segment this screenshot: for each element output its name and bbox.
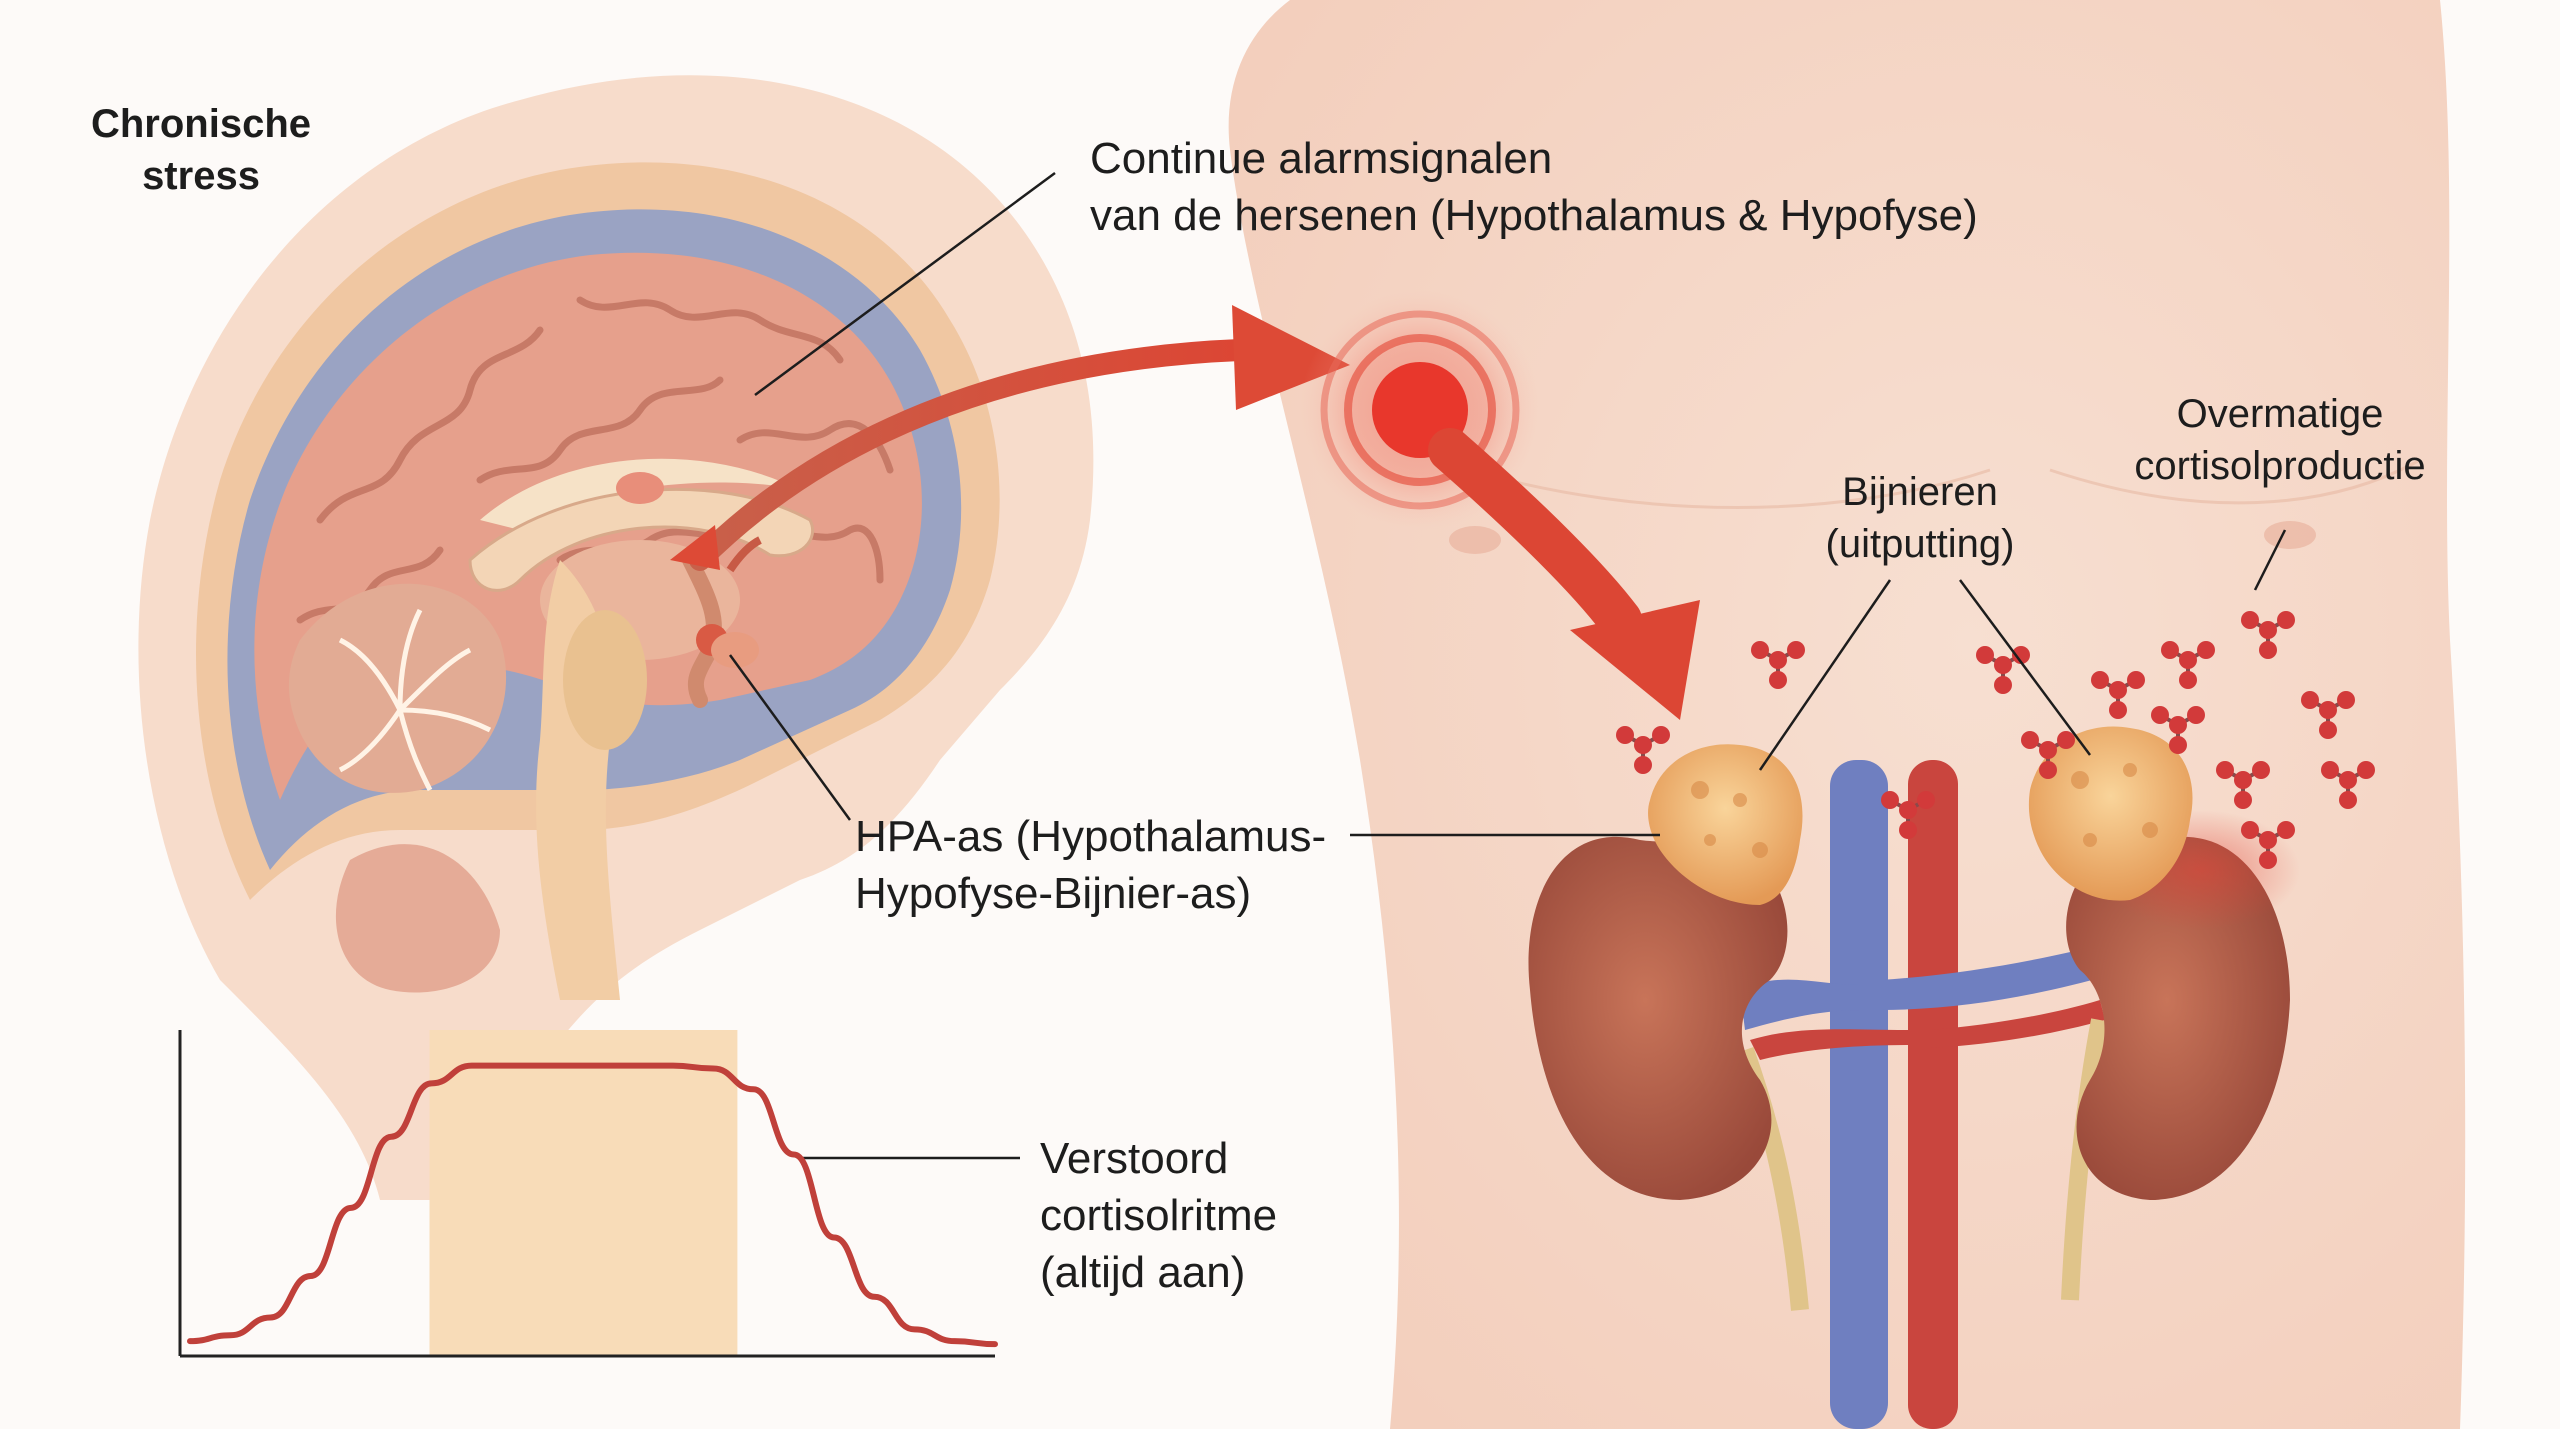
vena-cava: [1830, 760, 1888, 1429]
pituitary: [711, 632, 759, 668]
label-cortisol-overproduction: Overmatige cortisolproductie: [2100, 388, 2460, 492]
left-nipple: [1449, 526, 1501, 554]
label-chronic-stress-line1: Chronische: [90, 102, 312, 146]
leader-lines: [728, 171, 2287, 1160]
cortisol-molecule: [1751, 641, 1805, 689]
arbor-vitae: [338, 608, 492, 792]
left-renal-vein: [1740, 979, 1860, 1030]
cortisol-molecules: [1616, 611, 2375, 869]
always-on-period: [429, 1030, 738, 1356]
label-alarm-line2: van de hersenen (Hypothalamus & Hypofyse…: [1090, 191, 1978, 241]
cortisol-molecule: [2091, 671, 2145, 719]
left-renal-artery: [1750, 1029, 1910, 1060]
leader-hpa-brain: [728, 654, 852, 821]
corpus-callosum: [480, 458, 800, 530]
right-adrenal-gland: [2028, 726, 2193, 901]
aorta: [1908, 760, 1958, 1429]
left-kidney: [1528, 836, 1788, 1200]
label-adrenals-line1: Bijnieren: [1842, 470, 1998, 514]
cortisol-molecule: [2021, 731, 2075, 779]
label-rhythm-line1: Verstoord: [1040, 1134, 1229, 1183]
pons: [563, 610, 647, 750]
label-hpa-line1: HPA-as (Hypothalamus-: [855, 812, 1327, 861]
cerebellum-lower: [335, 844, 500, 993]
kidney-system: [1528, 726, 2300, 1429]
cortisol-molecule: [2161, 641, 2215, 689]
cortisol-molecule: [1976, 646, 2030, 694]
label-rhythm: Verstoord cortisolritme (altijd aan): [1040, 1130, 1277, 1302]
cortisol-molecule: [1616, 726, 1670, 774]
right-nipple: [2264, 521, 2316, 549]
label-cortisol-line1: Overmatige: [2176, 392, 2384, 436]
right-renal-artery: [1930, 1000, 2105, 1048]
right-kidney: [2066, 836, 2290, 1200]
leader-cortisol: [2253, 529, 2287, 591]
label-adrenals-line2: (uitputting): [1825, 522, 2015, 566]
left-adrenal-gland: [1648, 744, 1803, 905]
arrow-tail-head: [670, 525, 720, 570]
label-alarm-line1: Continue alarmsignalen: [1090, 134, 1553, 183]
pineal-dot: [616, 472, 664, 504]
cortisol-molecule: [2301, 691, 2355, 739]
cortisol-molecule: [2321, 761, 2375, 809]
label-chronic-stress-line2: stress: [142, 154, 260, 198]
cortisol-chart: [178, 1030, 998, 1358]
leader-adrenal-left: [1758, 579, 1892, 771]
leader-alarm: [754, 171, 1056, 397]
leader-adrenal-right: [1958, 579, 2092, 756]
label-hpa-axis: HPA-as (Hypothalamus- Hypofyse-Bijnier-a…: [855, 808, 1326, 922]
label-cortisol-line2: cortisolproductie: [2134, 444, 2426, 488]
signal-arrow: [670, 305, 1350, 573]
head-cross-section: [138, 75, 1094, 1201]
cerebellum: [288, 583, 507, 793]
adrenal-arrow: [1428, 428, 1700, 720]
cortisol-molecule: [2216, 761, 2270, 809]
right-renal-vein: [1880, 945, 2110, 1010]
label-hpa-line2: Hypofyse-Bijnier-as): [855, 869, 1252, 919]
cortisol-curve: [187, 1062, 998, 1348]
cortisol-molecule: [2151, 706, 2205, 754]
label-adrenals: Bijnieren (uitputting): [1780, 466, 2060, 570]
label-chronic-stress: Chronische stress: [66, 98, 336, 202]
label-rhythm-line3: (altijd aan): [1040, 1248, 1246, 1298]
cortisol-molecule: [2241, 611, 2295, 659]
cortisol-molecule: [1881, 791, 1935, 839]
label-rhythm-line2: cortisolritme: [1040, 1191, 1278, 1241]
label-alarm-signals: Continue alarmsignalen van de hersenen (…: [1090, 130, 1978, 244]
cortisol-molecule: [2241, 821, 2295, 869]
